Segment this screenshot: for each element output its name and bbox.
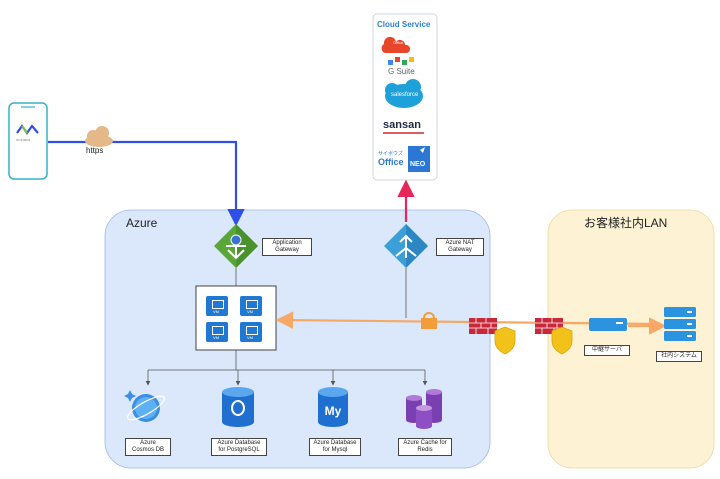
relay-server-label: 中継サーバ (584, 345, 630, 356)
azure-zone (104, 209, 491, 469)
internal-system-icon (664, 307, 696, 341)
salesforce-text: salesforce (391, 92, 419, 98)
mysql-icon: My (318, 387, 348, 427)
gsuite-logo (388, 57, 414, 65)
azure-zone-title: Azure (126, 216, 158, 230)
redis-icon (406, 389, 442, 429)
lock-icon (421, 312, 437, 329)
internal-system-label: 社内システム (656, 351, 702, 362)
vm-tile: VM (240, 322, 262, 342)
mobile-app-brand: monaca (16, 137, 31, 142)
vm-label: VM (213, 335, 219, 340)
relay-server-icon (589, 318, 627, 331)
vm-tile: VM (206, 296, 228, 316)
https-label: https (86, 146, 104, 155)
postgresql-icon (222, 387, 254, 427)
cloud-service-title: Cloud Service (377, 20, 431, 29)
sansan-text: sansan (383, 119, 421, 131)
cybozu-logo (408, 146, 430, 172)
app-gateway-icon (214, 224, 258, 268)
vm-tile: VM (240, 296, 262, 316)
vm-tile: VM (206, 322, 228, 342)
internet-cloud-icon (85, 126, 113, 147)
neo-text: NEO (410, 161, 426, 168)
monitor-icon (246, 326, 258, 335)
postgresql-label: Azure Database for PostgreSQL (211, 438, 267, 456)
mysql-label: Azure Database for Mysql (309, 438, 361, 456)
monitor-icon (212, 300, 224, 309)
vm-label: VM (247, 309, 253, 314)
cybozu-office-text: Office (378, 157, 404, 167)
shield-icon (494, 326, 516, 355)
nat-gateway-icon (384, 224, 428, 268)
nat-gateway-label: Azure NAT Gateway (436, 238, 484, 256)
firewall-icon (469, 318, 497, 334)
gsuite-text: G Suite (388, 67, 415, 76)
customer-lan-title: お客様社内LAN (584, 216, 668, 230)
app-gateway-label: Application Gateway (262, 238, 312, 256)
svg-text:My: My (325, 404, 342, 418)
vm-grid: VM VM VM VM (202, 292, 270, 344)
office365-text: Office 365 (393, 40, 412, 45)
mobile-phone-icon (8, 102, 48, 180)
vm-label: VM (213, 309, 219, 314)
cosmos-db-icon (124, 390, 166, 422)
salesforce-logo (385, 79, 423, 108)
vm-label: VM (247, 335, 253, 340)
shield-icon-2 (551, 326, 573, 355)
office365-logo (381, 36, 411, 53)
monitor-icon (212, 326, 224, 335)
cosmos-db-label: Azure Cosmos DB (125, 438, 171, 456)
redis-label: Azure Cache for Redis (398, 438, 452, 456)
monitor-icon (246, 300, 258, 309)
db-branch-lines (145, 350, 428, 386)
cybozu-text: サイボウズ (378, 151, 404, 157)
customer-lan-zone (547, 209, 715, 469)
